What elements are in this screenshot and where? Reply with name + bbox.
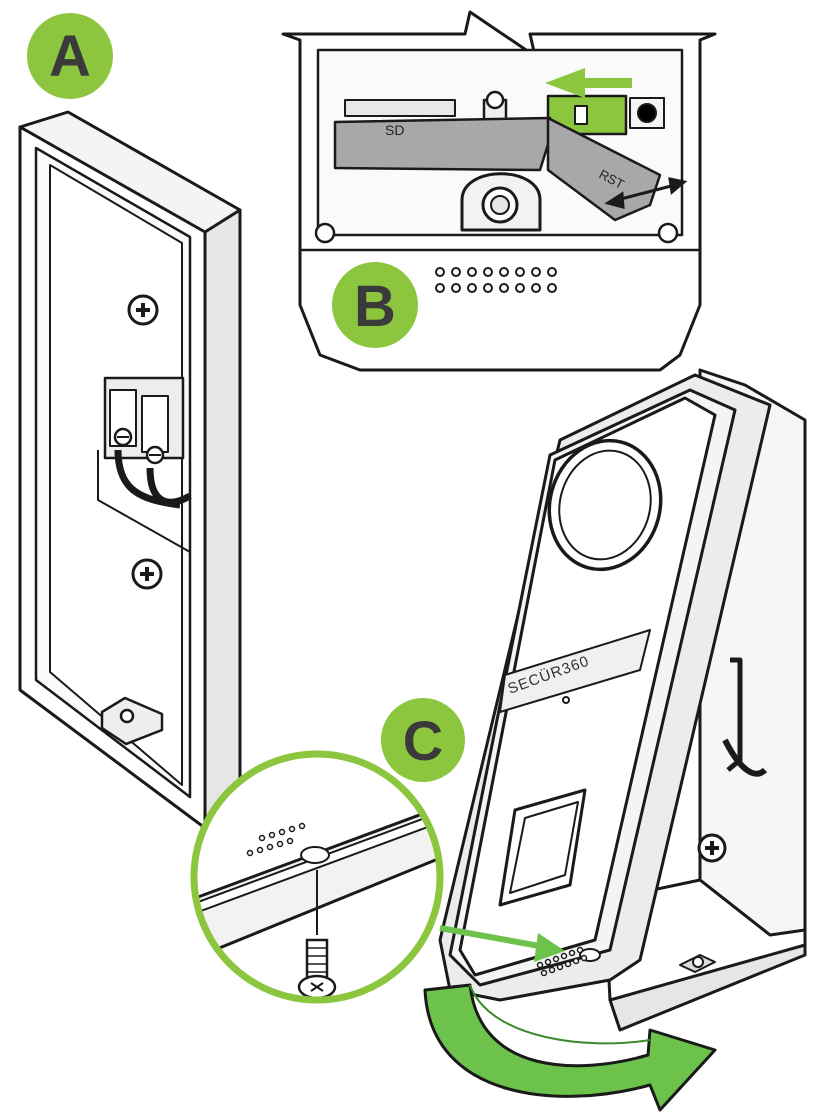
slide-arrow-icon <box>545 68 632 98</box>
screw-icon <box>127 294 159 326</box>
screw-icon <box>697 833 727 863</box>
svg-text:B: B <box>354 274 396 339</box>
reset-tool <box>546 116 662 222</box>
screw-icon <box>131 558 163 590</box>
rotate-arrow-icon <box>423 983 717 1112</box>
svg-text:C: C <box>403 709 443 772</box>
svg-text:A: A <box>49 24 91 89</box>
double-arrow-icon <box>604 177 688 209</box>
zoom-detail-circle <box>190 750 444 1004</box>
step-badge-a: A <box>27 13 113 99</box>
terminal-block-icon <box>103 376 185 465</box>
doorbell-device <box>438 373 772 1002</box>
mounting-bracket <box>18 110 242 830</box>
step-badge-c: C <box>381 698 465 782</box>
sd-label: SD <box>385 122 404 138</box>
speaker-holes <box>435 267 557 293</box>
sd-card <box>333 116 552 172</box>
zoom-pointer-arrow-icon <box>439 925 565 962</box>
step-badge-b: B <box>332 262 418 348</box>
bottom-speaker-holes <box>536 946 588 977</box>
